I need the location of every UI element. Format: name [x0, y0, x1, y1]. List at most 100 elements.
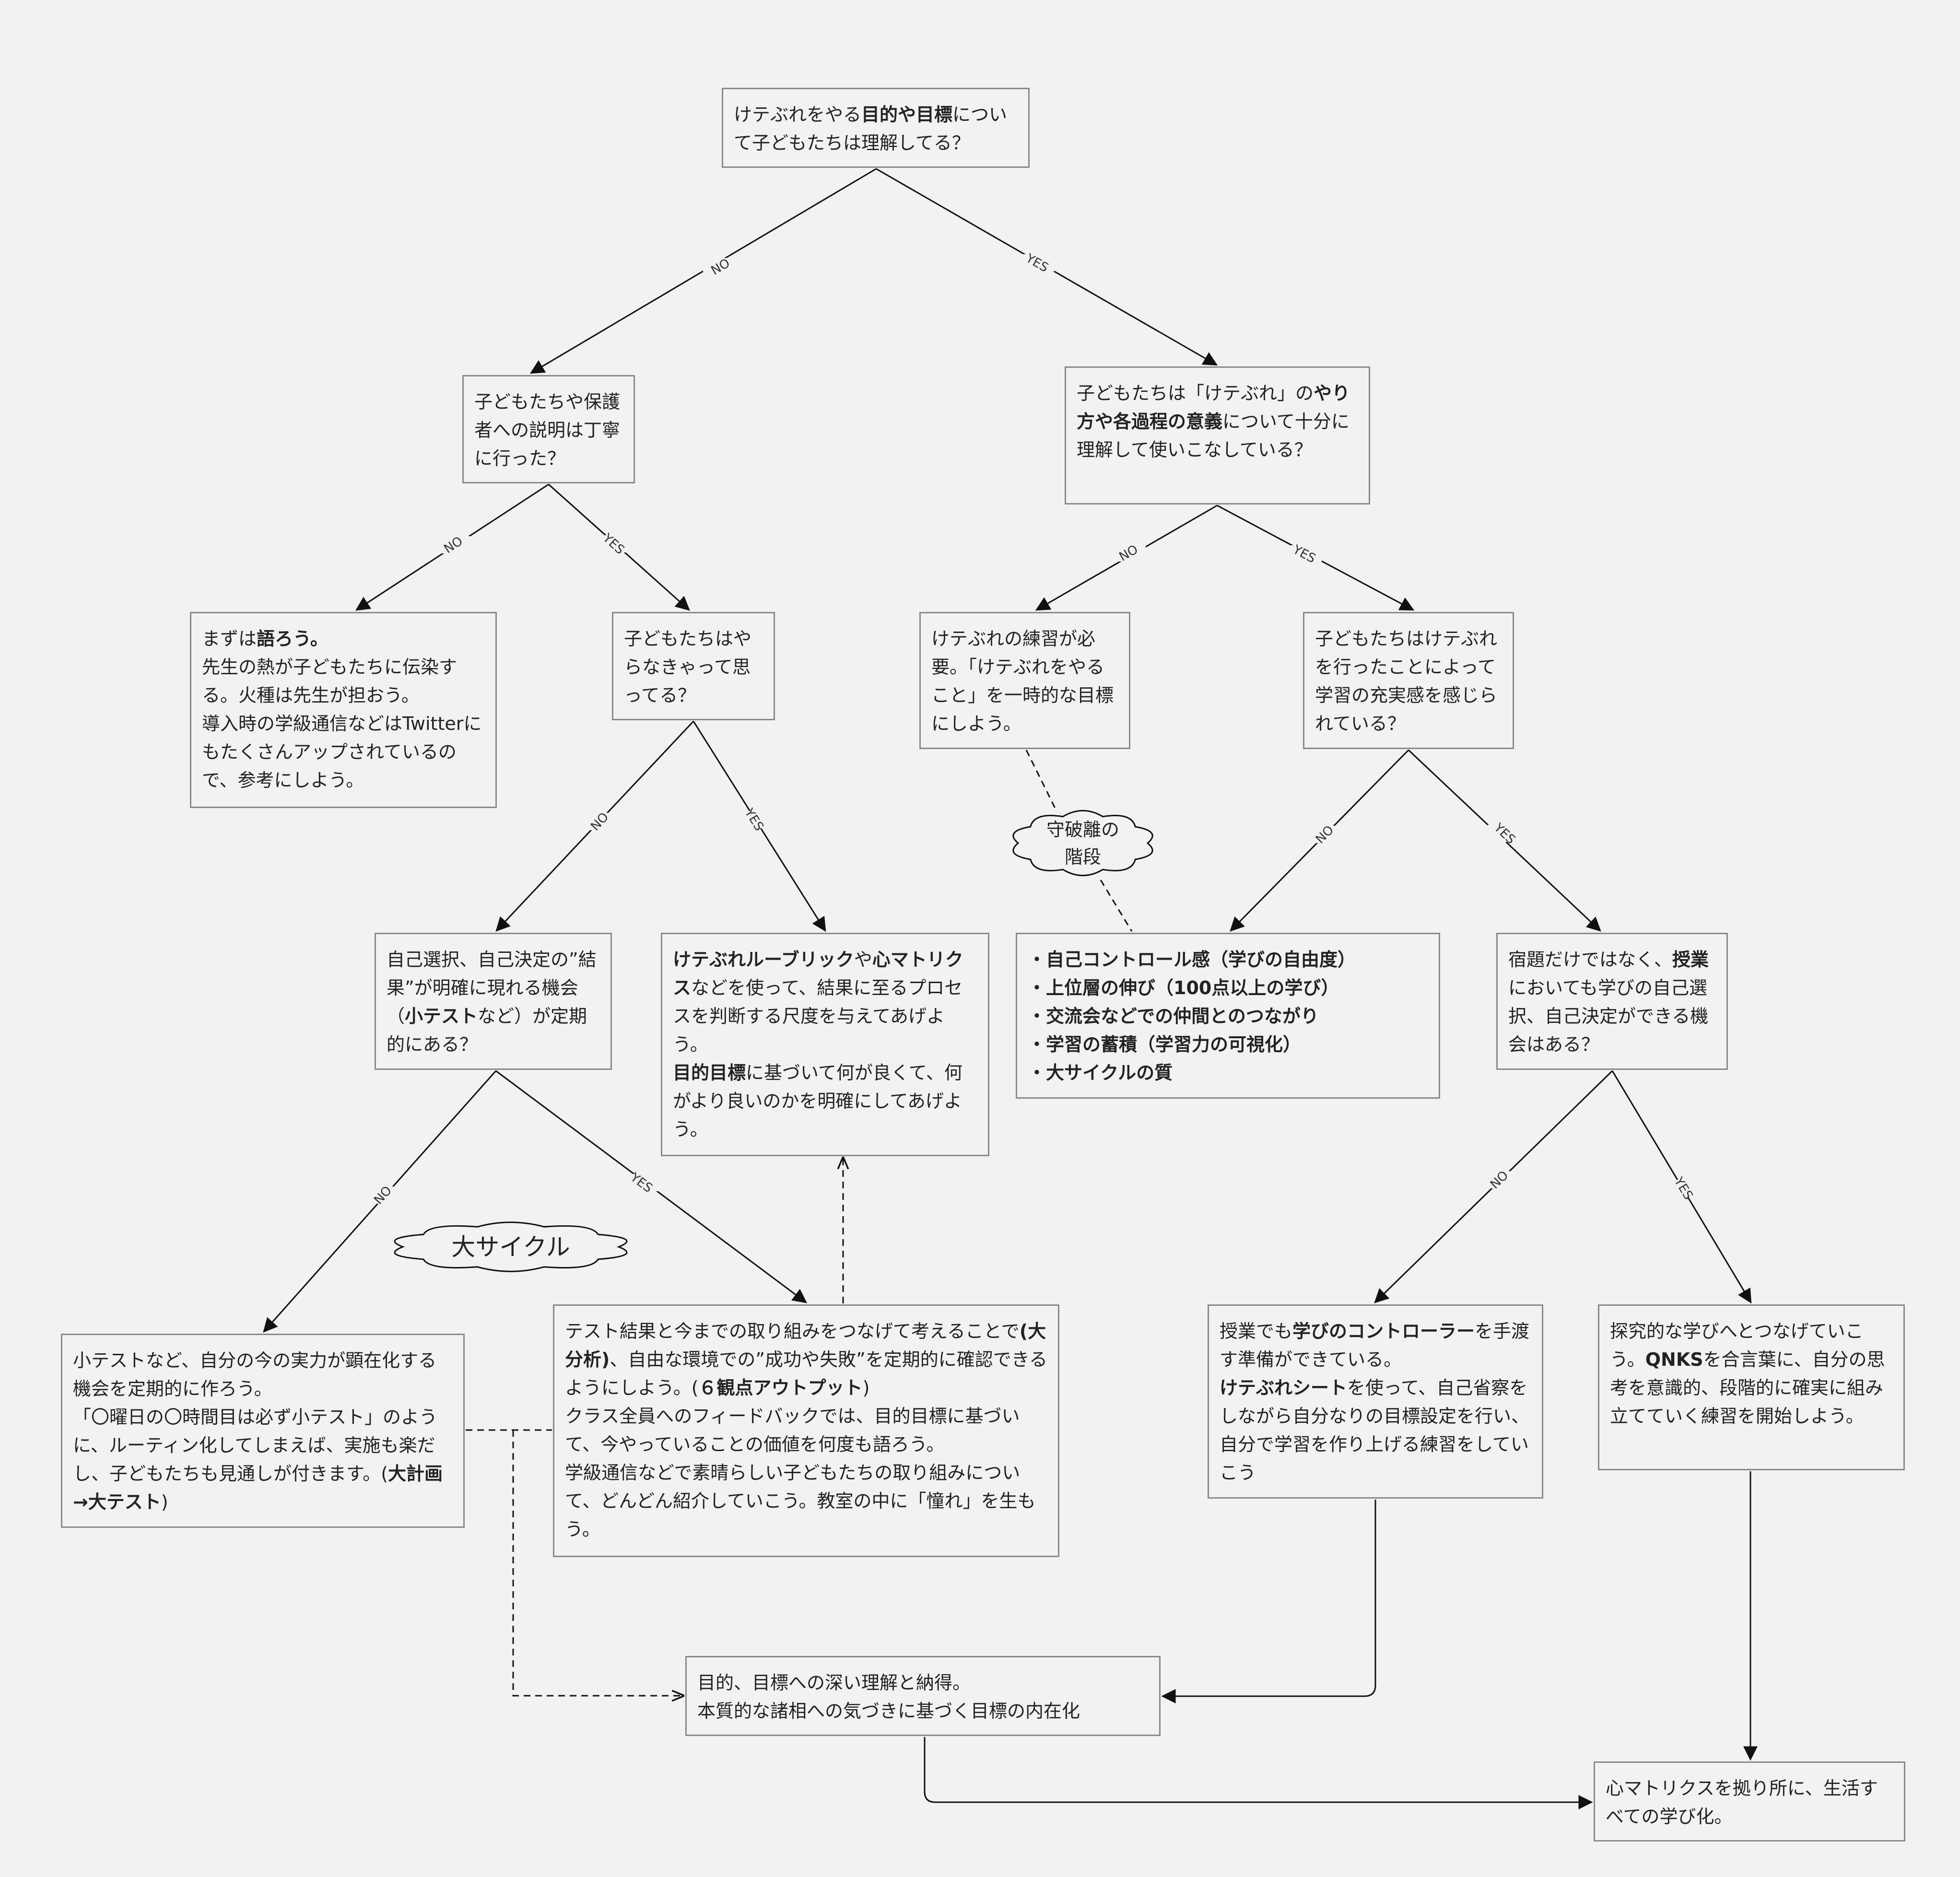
answer-inquiry-learning: 探究的な学びへとつなげていこう。QNKSを合言葉に、自分の思考を意識的、段階的に…	[1598, 1304, 1905, 1470]
answer-deep-understanding: 目的、目標への深い理解と納得。本質的な諸相への気づきに基づく目標の内在化	[685, 1656, 1161, 1736]
edge-label-bg	[703, 258, 738, 275]
node-text: 子どもたちはけテぶれを行ったことによって学習の充実感を感じられている？	[1315, 625, 1502, 738]
text-segment: 導入時の学級通信などはTwitterにもたくさんアップされているので、参考にしよ…	[202, 713, 482, 791]
node-text: けテぶれをやる目的や目標について子どもたちは理解してる？	[734, 101, 1018, 157]
edge-label-bg	[624, 1174, 659, 1191]
node-text: 子どもたちや保護者への説明は丁寧に行った？	[474, 388, 623, 473]
question-understanding-method: 子どもたちは「けテぶれ」のやり方や各過程の意義について十分に理解して使いこなして…	[1065, 366, 1370, 504]
bold-segment: 小テスト	[405, 1006, 478, 1027]
text-segment: 先生の熱が子どもたちに伝染する。火種は先生が担おう。	[202, 657, 458, 706]
text-segment: 子どもたちはやらなきゃって思ってる？	[624, 628, 752, 706]
edge-label-bg	[1482, 1171, 1516, 1188]
cloud-shape	[394, 1221, 628, 1272]
answer-talk-first: まずは語ろう。先生の熱が子どもたちに伝染する。火種は先生が担おう。導入時の学級通…	[190, 612, 497, 808]
text-segment: まずは	[202, 628, 257, 649]
text-segment: について子どもたちは理解してる？	[734, 104, 1008, 153]
question-fulfillment: 子どもたちはけテぶれを行ったことによって学習の充実感を感じられている？	[1303, 612, 1514, 749]
text-segment: 心マトリクスを拠り所に、生活すべての学び化。	[1606, 1778, 1878, 1827]
question-learning-goal: けテぶれをやる目的や目標について子どもたちは理解してる？	[722, 88, 1030, 168]
cloud-label: 階段	[1065, 846, 1101, 868]
bold-segment: 学びのコントローラー	[1292, 1321, 1475, 1342]
bold-segment: けテぶれシート	[1220, 1377, 1348, 1398]
checklist-item: 上位層の伸び（100点以上の学び）	[1028, 974, 1428, 1002]
bold-segment: 目的や目標	[861, 104, 953, 125]
node-text: 自己選択、自己決定の”結果”が明確に現れる機会（小テストなど）が定期的にある？	[387, 946, 600, 1059]
bold-segment: 目的目標	[673, 1062, 746, 1083]
cloud-big-cycle: 大サイクル	[394, 1221, 628, 1272]
node-text: 目的、目標への深い理解と納得。本質的な諸相への気づきに基づく目標の内在化	[697, 1669, 1149, 1725]
edge-label-yes: YES	[627, 1170, 655, 1196]
text-segment: を合言葉に、自分の思考を意識的、段階的に確実に組み立てていく練習を開始しよう。	[1610, 1349, 1885, 1427]
edge-label-bg	[1667, 1180, 1701, 1197]
bold-segment: 語ろう。	[257, 628, 329, 649]
answer-practice-needed: けテぶれの練習が必要。「けテぶれをやること」を一時的な目標にしよう。	[919, 612, 1130, 749]
text-segment: けテぶれの練習が必要。「けテぶれをやること」を一時的な目標にしよう。	[931, 628, 1114, 734]
text-segment: を使って、自己省察をしながら自分なりの目標設定を行い、自分で学習を作り上げる練習…	[1220, 1377, 1530, 1483]
text-segment: 自己選択、自己決定の”結果”が明確に現れる機会（	[387, 949, 597, 1027]
text-segment: テスト結果と今までの取り組みをつなげて考えることで	[565, 1321, 1020, 1342]
text-segment: などを使って、結果に至るプロセスを判断する尺度を与えてあげよう。	[673, 977, 963, 1055]
cloud-label: 守破離の	[1046, 819, 1119, 840]
question-motivation: 子どもたちはやらなきゃって思ってる？	[612, 612, 775, 720]
text-segment: クラス全員へのフィードバックでは、目的目標に基づいて、今やっていることの価値を何…	[565, 1406, 1020, 1455]
node-text: けテぶれの練習が必要。「けテぶれをやること」を一時的な目標にしよう。	[931, 625, 1118, 738]
checklist-item: 交流会などでの仲間とのつながり	[1028, 1002, 1428, 1031]
text-segment: 学級通信などで素晴らしい子どもたちの取り組みについて、どんどん紹介していこう。教…	[565, 1462, 1036, 1540]
answer-checklist: 自己コントロール感（学びの自由度）上位層の伸び（100点以上の学び）交流会などで…	[1016, 933, 1440, 1099]
edge-label-bg	[1488, 825, 1522, 842]
edge-label-bg	[1111, 544, 1146, 562]
bold-segment: ６観点アウトプット	[698, 1377, 863, 1398]
text-segment: に基づいて何が良くて、何がより良いのかを明確にしてあげよう。	[673, 1062, 962, 1140]
text-segment: について十分に理解して使いこなしている？	[1077, 411, 1350, 460]
bold-segment: QNKS	[1645, 1349, 1703, 1370]
node-text: けテぶれルーブリックや心マトリクスなどを使って、結果に至るプロセスを判断する尺度…	[673, 946, 977, 1144]
text-segment: 目的、目標への深い理解と納得。	[697, 1672, 971, 1693]
bold-segment: けテぶれルーブリック	[673, 949, 854, 970]
node-text: 小テストなど、自分の今の実力が顕在化する機会を定期的に作ろう。「〇曜日の〇時間目…	[73, 1347, 453, 1516]
edge-label-bg	[582, 813, 617, 830]
node-text: 子どもたちは「けテぶれ」のやり方や各過程の意義について十分に理解して使いこなして…	[1077, 379, 1358, 464]
question-explanation-to-parents: 子どもたちや保護者への説明は丁寧に行った？	[462, 375, 635, 483]
node-text: まずは語ろう。先生の熱が子どもたちに伝染する。火種は先生が担おう。導入時の学級通…	[202, 625, 485, 795]
dashed-to-deep-understanding	[512, 1430, 683, 1696]
bold-segment: (大分析)	[565, 1321, 1046, 1370]
connector-controller-to-deep	[1161, 1500, 1376, 1703]
bold-segment: 授業	[1672, 949, 1709, 970]
bold-segment: やり方や各過程の意義	[1077, 383, 1350, 432]
node-text: テスト結果と今までの取り組みをつなげて考えることで(大分析)、自由な環境での”成…	[565, 1317, 1047, 1544]
text-segment: )	[161, 1491, 168, 1513]
question-regular-tests: 自己選択、自己決定の”結果”が明確に現れる機会（小テストなど）が定期的にある？	[375, 933, 612, 1070]
text-segment: を手渡す準備ができている。	[1220, 1321, 1530, 1370]
checklist-item: 自己コントロール感（学びの自由度）	[1028, 946, 1428, 974]
node-text: 探究的な学びへとつなげていこう。QNKSを合言葉に、自分の思考を意識的、段階的に…	[1610, 1317, 1893, 1431]
node-text: 授業でも学びのコントローラーを手渡す準備ができている。けテぶれシートを使って、自…	[1220, 1317, 1531, 1487]
answer-regular-small-tests: 小テストなど、自分の今の実力が顕在化する機会を定期的に作ろう。「〇曜日の〇時間目…	[61, 1334, 465, 1528]
text-segment: 「〇曜日の〇時間目は必ず小テスト」のように、ルーティン化してしまえば、実施も楽だ…	[73, 1407, 438, 1484]
text-segment: 子どもたちはけテぶれを行ったことによって学習の充実感を感じられている？	[1315, 628, 1498, 734]
text-segment: 宿題だけではなく、	[1508, 949, 1673, 970]
edge-label-bg	[1287, 545, 1322, 563]
cloud-label: 大サイクル	[451, 1233, 570, 1261]
checklist-item: 大サイクルの質	[1028, 1059, 1428, 1087]
checklist-item: 学習の蓄積（学習力の可視化）	[1028, 1031, 1428, 1059]
edge-label-bg	[436, 536, 470, 553]
dashed-cloud-to-checklist	[1100, 880, 1133, 932]
node-text: 心マトリクスを拠り所に、生活すべての学び化。	[1606, 1774, 1893, 1831]
node-text: 宿題だけではなく、授業においても学びの自己選択、自己決定ができる機会はある？	[1508, 946, 1716, 1059]
edge-label-bg	[1020, 254, 1055, 271]
edge-label-bg	[737, 811, 772, 828]
edge-label-bg	[1307, 826, 1342, 843]
cloud-shape	[1012, 809, 1153, 877]
text-segment: や	[854, 949, 872, 970]
answer-life-learning: 心マトリクスを拠り所に、生活すべての学び化。	[1594, 1761, 1905, 1842]
edge-label-yes: YES	[599, 531, 627, 558]
edge-label-yes: YES	[1491, 820, 1518, 847]
answer-big-analysis: テスト結果と今までの取り組みをつなげて考えることで(大分析)、自由な環境での”成…	[553, 1304, 1059, 1557]
text-segment: 探究的な学びへとつなげていこう。	[1610, 1321, 1864, 1370]
answer-rubric-matrix: けテぶれルーブリックや心マトリクスなどを使って、結果に至るプロセスを判断する尺度…	[661, 933, 989, 1156]
text-segment: 授業でも	[1220, 1321, 1293, 1342]
checklist: 自己コントロール感（学びの自由度）上位層の伸び（100点以上の学び）交流会などで…	[1028, 946, 1428, 1087]
text-segment: )	[862, 1377, 870, 1398]
